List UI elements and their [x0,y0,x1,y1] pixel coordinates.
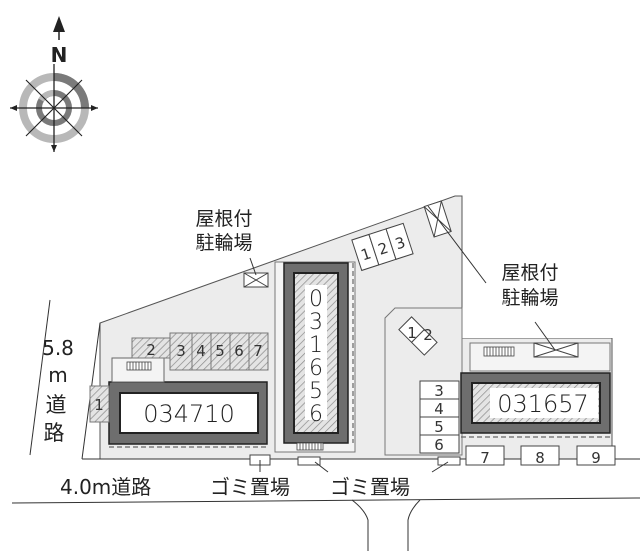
bottom-road-label: 4.0m道路 [60,475,151,499]
left-road-width: 5.8 [42,336,74,360]
north-label: N [51,43,68,67]
parking-group-diagonal: 1 2 [398,316,438,356]
building-031657[interactable] [460,372,611,438]
building-031657-label: 031657 [497,390,589,418]
svg-text:7: 7 [253,342,263,360]
svg-text:6: 6 [309,402,323,427]
building-031656[interactable] [283,262,354,444]
stairs-icon [483,346,515,357]
stairs-icon [126,361,152,371]
parking-group-031657-left: 3 4 5 6 [419,380,460,454]
left-road-char-2: 路 [44,421,65,445]
svg-text:駐輪場: 駐輪場 [195,232,252,254]
svg-text:8: 8 [535,449,545,467]
svg-text:0: 0 [309,287,323,312]
svg-text:6: 6 [309,356,323,381]
svg-text:5: 5 [215,342,225,360]
svg-text:3: 3 [309,310,323,335]
svg-text:7: 7 [480,449,490,467]
bicycle-parking-1 [243,257,269,288]
garbage-area-3 [431,456,461,473]
svg-text:1: 1 [407,324,417,342]
svg-text:2: 2 [423,326,433,344]
svg-text:駐輪場: 駐輪場 [501,287,558,309]
svg-text:4: 4 [196,342,206,360]
garbage-label-2: ゴミ置場 [330,475,410,499]
garbage-area-1 [249,454,271,472]
parking-group-031657-bottom: 7 8 9 [465,445,616,467]
building-034710[interactable] [108,381,268,448]
building-034710-label: 034710 [143,400,235,428]
svg-text:5: 5 [434,418,444,436]
svg-text:9: 9 [591,449,601,467]
svg-text:屋根付: 屋根付 [501,262,558,284]
svg-text:1: 1 [94,396,104,414]
garbage-label-1: ゴミ置場 [210,475,290,499]
svg-text:3: 3 [176,342,186,360]
svg-text:3: 3 [434,382,444,400]
svg-text:5: 5 [309,379,323,404]
svg-text:屋根付: 屋根付 [195,208,252,230]
svg-text:6: 6 [434,436,444,454]
svg-text:6: 6 [234,342,244,360]
garbage-area-2 [297,456,329,473]
svg-text:1: 1 [309,333,323,358]
building-031656-label: 0 3 1 6 5 6 [309,287,323,427]
left-road-unit: m [48,363,67,387]
parking-group-034710: 1 2 3 4 5 6 7 [89,332,269,423]
svg-text:2: 2 [146,341,156,359]
svg-text:4: 4 [434,400,444,418]
bicycle-parking-2 [533,321,579,358]
stairs-icon [296,442,324,451]
compass-icon [10,16,98,152]
parking-group-top: 1 2 3 [351,222,414,272]
left-road-char-1: 道 [46,393,67,417]
